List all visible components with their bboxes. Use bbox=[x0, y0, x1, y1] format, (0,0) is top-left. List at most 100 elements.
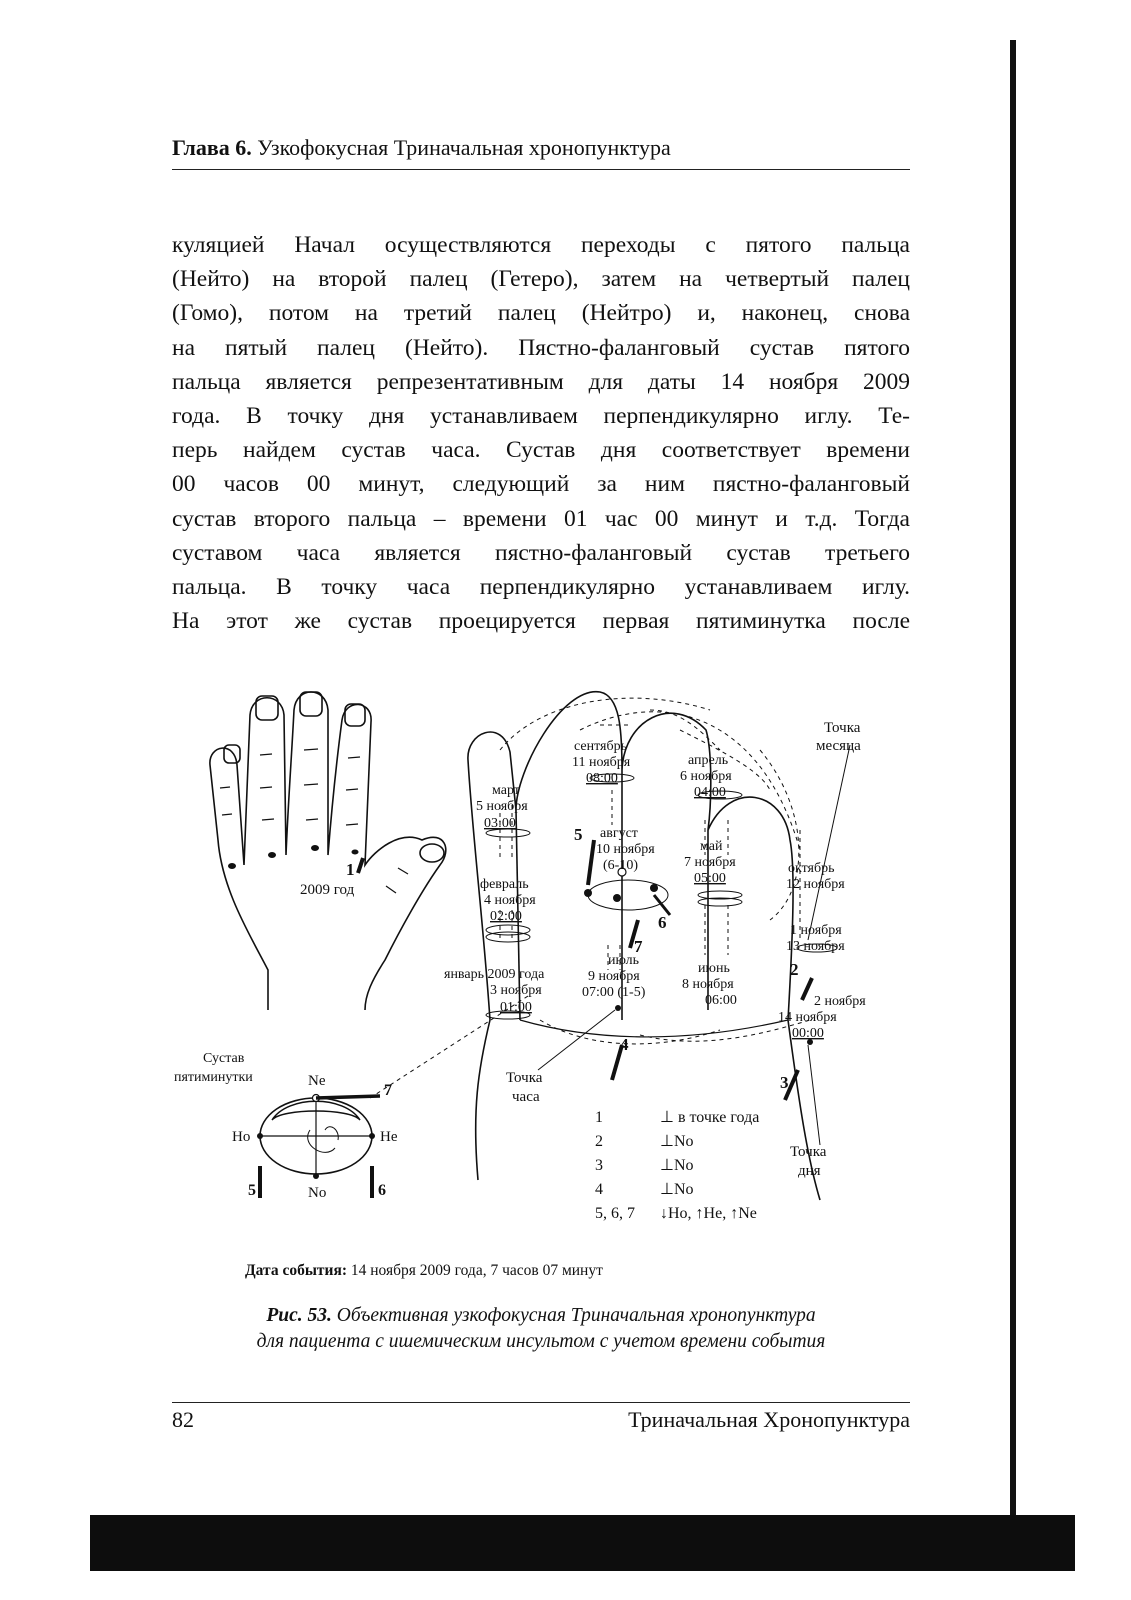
joint-title-line1: Сустав bbox=[203, 1051, 245, 1066]
date-label: 3 ноября bbox=[490, 983, 542, 998]
needle-1 bbox=[356, 857, 365, 874]
needle-5 bbox=[586, 839, 596, 886]
nail-3 bbox=[299, 691, 323, 717]
body-paragraph: куляцией Начал осуществляются переходы с… bbox=[172, 228, 910, 638]
time-label: 08:00 bbox=[586, 771, 618, 786]
nail-thumb bbox=[419, 843, 445, 863]
needle-1-number: 1 bbox=[346, 860, 355, 879]
time-label: 01:00 bbox=[500, 1000, 532, 1015]
body-line: на пятый палец (Нейто). Пястно-фаланговы… bbox=[172, 334, 910, 361]
body-line: (Нейто) на второй палец (Гетеро), затем … bbox=[172, 266, 910, 293]
month-label: май bbox=[700, 839, 723, 854]
hour-point-label-1: Точка bbox=[506, 1070, 543, 1086]
nail-1 bbox=[223, 744, 241, 764]
month-point-line bbox=[807, 744, 851, 941]
chapter-label: Глава 6. bbox=[172, 135, 252, 160]
year-label: 2009 год bbox=[300, 882, 355, 898]
legend-num: 1 bbox=[595, 1109, 603, 1126]
needle-2 bbox=[800, 977, 814, 1001]
legend-desc: ⊥No bbox=[660, 1133, 694, 1150]
day-point-label-2: дня bbox=[798, 1163, 821, 1179]
hour-point-line bbox=[537, 1009, 616, 1071]
event-date-label: Дата события: bbox=[245, 1262, 348, 1279]
caption-line1: Объективная узкофокусная Триначальная хр… bbox=[331, 1305, 816, 1326]
time-label: (6-10) bbox=[603, 858, 638, 873]
running-footer: 82 Триначальная Хронопунктура bbox=[172, 1402, 910, 1433]
needle-7-number: 7 bbox=[634, 937, 643, 956]
time-label: 05:00 bbox=[694, 871, 726, 886]
body-line: куляцией Начал осуществляются переходы с… bbox=[172, 232, 910, 258]
hand-diagram-svg: 1 2009 год Сустав пятиминутки Ne bbox=[174, 691, 866, 1222]
date-label: 7 ноября bbox=[684, 855, 736, 870]
mcp-arc bbox=[519, 1019, 789, 1038]
legend-desc: ⊥No bbox=[660, 1181, 694, 1198]
day-point-label-1: Точка bbox=[790, 1144, 827, 1160]
body-line: суставом часа является пястно-фаланговый… bbox=[172, 539, 910, 566]
body-line: пальца. В точку часа перпендикулярно уст… bbox=[172, 574, 910, 601]
legend-num: 4 bbox=[595, 1181, 603, 1198]
legend-num: 3 bbox=[595, 1157, 603, 1174]
needle-7 bbox=[628, 919, 640, 949]
large-hand bbox=[467, 691, 821, 1201]
date-label: 12 ноября bbox=[786, 877, 845, 892]
time-label: 02:00 bbox=[490, 909, 522, 924]
month-label: февраль bbox=[480, 877, 529, 892]
month-point-label-1: Точка bbox=[824, 720, 861, 736]
needle-2-number: 2 bbox=[790, 960, 799, 979]
date-label: 11 ноября bbox=[572, 755, 631, 770]
month-label: сентябрь bbox=[574, 739, 627, 754]
joint-needle-6-num: 6 bbox=[378, 1182, 386, 1199]
figure-caption: Рис. 53. Объективная узкофокусная Тринач… bbox=[172, 1303, 910, 1355]
time-label: 04:00 bbox=[694, 785, 726, 800]
month-label: январь 2009 года bbox=[444, 967, 545, 982]
flow-arrows bbox=[499, 697, 811, 1045]
month-label: октябрь bbox=[788, 861, 835, 876]
body-line: (Гомо), потом на третий палец (Нейтро) и… bbox=[172, 300, 910, 327]
small-hand-points bbox=[228, 845, 359, 869]
body-line: года. В точку дня устанавливаем перпенди… bbox=[172, 403, 910, 430]
month-label: 1 ноября bbox=[790, 923, 842, 938]
body-line: перь найдем сустав часа. Сустав дня соот… bbox=[172, 437, 910, 464]
day-point-line bbox=[807, 1044, 821, 1146]
month-label: 2 ноября bbox=[814, 994, 866, 1009]
month-label: август bbox=[600, 826, 638, 841]
small-hand bbox=[209, 691, 447, 1011]
book-title: Триначальная Хронопунктура bbox=[628, 1407, 910, 1432]
month-label: апрель bbox=[688, 753, 728, 768]
caption-line2: для пациента с ишемическим инсультом с у… bbox=[256, 1331, 826, 1352]
small-hand-outline bbox=[209, 691, 447, 1011]
date-label: 13 ноября bbox=[786, 939, 845, 954]
legend-desc: ↓Ho, ↑He, ↑Ne bbox=[660, 1205, 757, 1222]
running-header: Глава 6. Узкофокусная Триначальная хроно… bbox=[172, 135, 910, 170]
date-label: 9 ноября bbox=[588, 969, 640, 984]
month-label: июнь bbox=[698, 961, 730, 976]
chapter-title: Узкофокусная Триначальная хронопунктура bbox=[257, 135, 671, 160]
nail-4 bbox=[344, 703, 366, 727]
joint-points bbox=[584, 867, 813, 1045]
needle-7-joint bbox=[315, 1094, 381, 1100]
needle-3 bbox=[783, 1069, 800, 1101]
date-label: 5 ноября bbox=[476, 799, 528, 814]
large-hand-outline bbox=[467, 691, 821, 1201]
joint-label-ho: Ho bbox=[232, 1129, 250, 1145]
needle-3-number: 3 bbox=[780, 1073, 789, 1092]
hour-point-label-2: часа bbox=[512, 1089, 540, 1105]
event-date-value: 14 ноября 2009 года, 7 часов 07 минут bbox=[347, 1262, 603, 1279]
legend-num: 2 bbox=[595, 1133, 603, 1150]
legend: 1 ⊥ в точке года 2 ⊥No 3 ⊥No 4 ⊥No 5, 6,… bbox=[595, 1109, 759, 1222]
legend-desc: ⊥ в точке года bbox=[660, 1109, 759, 1126]
caption-prefix: Рис. 53. bbox=[266, 1305, 332, 1326]
date-label: 6 ноября bbox=[680, 769, 732, 784]
month-label: март bbox=[492, 783, 520, 798]
joint-arc bbox=[271, 1100, 361, 1121]
date-label: 10 ноября bbox=[596, 842, 655, 857]
time-label: 00:00 bbox=[792, 1026, 824, 1041]
scan-edge-bottom bbox=[90, 1515, 1075, 1571]
time-label: 06:00 bbox=[705, 993, 737, 1008]
date-label: 8 ноября bbox=[682, 977, 734, 992]
legend-num: 5, 6, 7 bbox=[595, 1205, 635, 1222]
body-line: 00 часов 00 минут, следующий за ним пяст… bbox=[172, 471, 910, 498]
needle-6-number: 6 bbox=[658, 913, 667, 932]
joint-label-he: He bbox=[380, 1129, 398, 1145]
joint-needle-7-num: 7 bbox=[384, 1082, 392, 1099]
